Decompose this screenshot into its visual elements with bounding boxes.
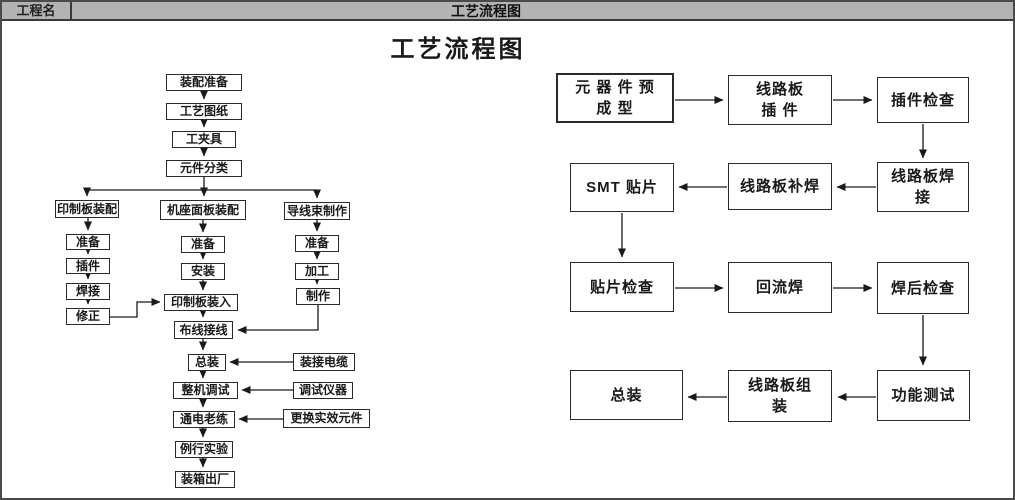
box-board-insertion: 线路板 插 件 bbox=[728, 75, 832, 125]
box-board-repair-solder: 线路板补焊 bbox=[728, 163, 832, 210]
box-final-assembly-right: 总装 bbox=[570, 370, 683, 420]
box-reflow-solder: 回流焊 bbox=[728, 262, 832, 313]
box-routine-test: 例行实验 bbox=[175, 441, 233, 458]
box-burn-in: 通电老练 bbox=[173, 411, 235, 428]
box-pcb-correct: 修正 bbox=[66, 308, 110, 325]
box-pcb-loading: 印制板装入 bbox=[164, 294, 238, 311]
box-replace-failed-parts: 更换实效元件 bbox=[283, 409, 370, 428]
box-wire-harness-branch: 导线束制作 bbox=[284, 202, 350, 220]
box-insertion-inspection: 插件检查 bbox=[877, 77, 969, 123]
box-function-test: 功能测试 bbox=[877, 370, 970, 421]
box-debug-instrument: 调试仪器 bbox=[293, 382, 353, 399]
box-packing-shipment: 装箱出厂 bbox=[175, 471, 235, 488]
box-board-soldering: 线路板焊 接 bbox=[877, 162, 969, 212]
box-wire-process: 加工 bbox=[295, 263, 339, 280]
box-smt-placement: SMT 贴片 bbox=[570, 163, 674, 212]
box-pcb-prepare: 准备 bbox=[66, 234, 110, 250]
title-bar-text: 工艺流程图 bbox=[451, 3, 521, 19]
box-placement-inspection: 贴片检查 bbox=[570, 262, 674, 312]
box-pcb-assembly-branch: 印制板装配 bbox=[55, 200, 119, 218]
box-assembly-prep: 装配准备 bbox=[166, 74, 242, 91]
box-cable-connect: 装接电缆 bbox=[293, 353, 355, 371]
box-component-sorting: 元件分类 bbox=[166, 160, 242, 177]
box-chassis-install: 安装 bbox=[181, 263, 225, 280]
title-bar: 工程名 工艺流程图 bbox=[2, 2, 1013, 21]
box-machine-debug: 整机调试 bbox=[173, 382, 238, 399]
box-board-assembly: 线路板组 装 bbox=[728, 370, 832, 422]
box-wire-prepare: 准备 bbox=[295, 235, 339, 252]
box-chassis-prepare: 准备 bbox=[181, 236, 225, 253]
box-process-drawings: 工艺图纸 bbox=[166, 103, 242, 120]
box-wire-make: 制作 bbox=[296, 288, 340, 305]
box-final-assembly: 总装 bbox=[188, 354, 226, 371]
box-post-solder-inspection: 焊后检查 bbox=[877, 262, 969, 314]
box-chassis-panel-branch: 机座面板装配 bbox=[160, 200, 246, 220]
box-pcb-insert: 插件 bbox=[66, 258, 110, 274]
box-tooling-fixture: 工夹具 bbox=[172, 131, 236, 148]
box-component-preform: 元 器 件 预 成 型 bbox=[556, 73, 674, 123]
page-title: 工艺流程图 bbox=[390, 36, 526, 63]
box-pcb-solder: 焊接 bbox=[66, 283, 110, 300]
box-wiring: 布线接线 bbox=[174, 321, 233, 339]
project-name-cell: 工程名 bbox=[2, 2, 72, 19]
